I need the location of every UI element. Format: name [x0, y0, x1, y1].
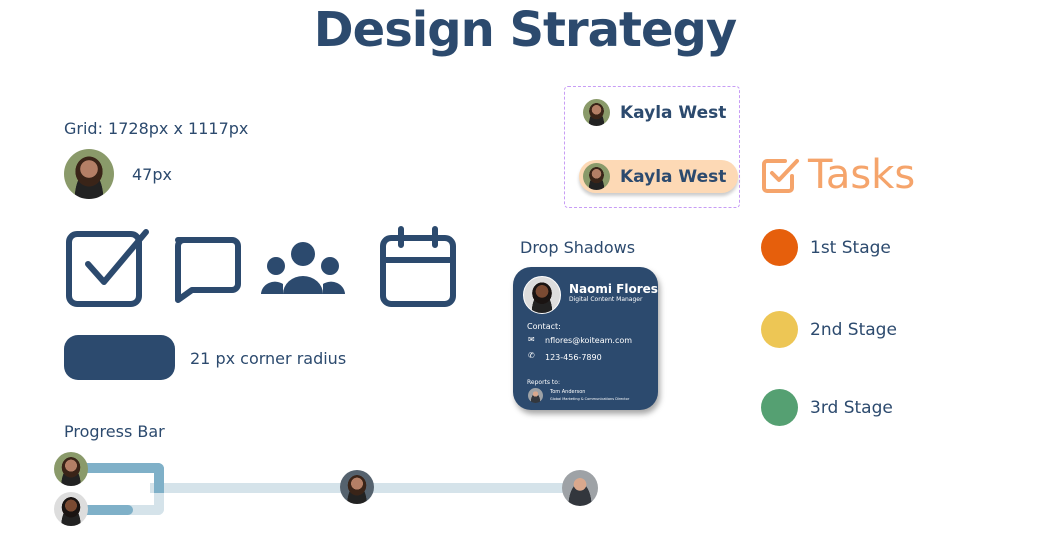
card-phone: 123-456-7890: [545, 353, 602, 362]
progress-label: Progress Bar: [64, 422, 165, 441]
corner-radius-label: 21 px corner radius: [190, 349, 347, 368]
chip-label: Kayla West: [620, 102, 727, 123]
drop-shadows-label: Drop Shadows: [520, 238, 636, 257]
manager-name: Tom Anderson: [550, 389, 586, 395]
stage-dot: [761, 311, 798, 348]
stage-2: 2nd Stage: [761, 311, 897, 348]
card-name: Naomi Flores: [569, 282, 658, 296]
stage-label: 3rd Stage: [810, 397, 893, 418]
chat-icon: [175, 237, 241, 303]
chip-variants-frame: [564, 86, 740, 208]
avatar: [54, 452, 88, 486]
users-icon: [261, 242, 345, 294]
phone-icon: ✆: [528, 351, 535, 360]
avatar: [64, 149, 114, 199]
card-role: Digital Content Manager: [569, 296, 643, 303]
avatar: [583, 163, 610, 190]
progress-fill-top: [80, 463, 164, 493]
avatar: [54, 492, 88, 526]
avatar: [583, 99, 610, 126]
page-title: Design Strategy: [313, 2, 737, 58]
stage-3: 3rd Stage: [761, 389, 893, 426]
tasks-logo: Tasks: [762, 152, 915, 198]
chip-label: Kayla West: [620, 166, 727, 187]
avatar: [340, 470, 374, 504]
contact-label: Contact:: [527, 322, 561, 331]
card-email: nflores@koiteam.com: [545, 336, 633, 345]
avatar-size-label: 47px: [132, 165, 172, 184]
avatar: [528, 388, 543, 403]
calendar-icon: [380, 226, 456, 307]
checkbox-icon: [66, 229, 149, 307]
reports-label: Reports to:: [527, 379, 560, 386]
tasks-label: Tasks: [808, 152, 916, 198]
grid-label: Grid: 1728px x 1117px: [64, 119, 249, 138]
contact-card: Naomi Flores Digital Content Manager Con…: [513, 267, 658, 410]
stage-dot: [761, 229, 798, 266]
stage-1: 1st Stage: [761, 229, 891, 266]
corner-radius-sample: [64, 335, 175, 380]
email-icon: ✉: [528, 335, 535, 344]
avatar: [562, 470, 598, 506]
user-chip[interactable]: Kayla West: [583, 99, 726, 126]
manager-role: Global Marketing & Communications Direct…: [550, 397, 630, 401]
progress-fill-bottom: [80, 505, 133, 515]
stage-dot: [761, 389, 798, 426]
checkbox-icon: [762, 159, 799, 193]
user-chip-highlighted[interactable]: Kayla West: [579, 160, 739, 193]
icon-row: [66, 226, 456, 307]
stage-label: 1st Stage: [810, 237, 891, 258]
avatar: [523, 276, 561, 314]
stage-label: 2nd Stage: [810, 319, 897, 340]
